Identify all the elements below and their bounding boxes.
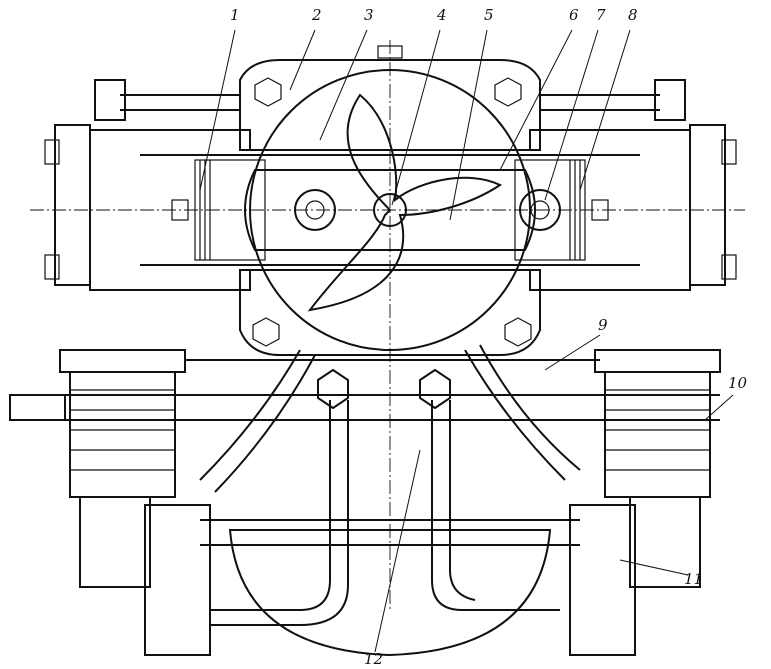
left-bearing bbox=[294, 189, 336, 231]
right-piston bbox=[514, 159, 586, 261]
lower-frame bbox=[60, 359, 720, 421]
rotor-casing bbox=[249, 69, 531, 351]
left-u-pipe bbox=[210, 400, 349, 626]
left-shaft-stub bbox=[9, 394, 66, 421]
left-bearing-race bbox=[305, 200, 325, 220]
bolt-head-br bbox=[504, 317, 532, 347]
bolt-head-tl bbox=[254, 77, 282, 107]
right-union-nut bbox=[419, 368, 451, 410]
cylinder-housing bbox=[89, 129, 691, 291]
left-hose bbox=[199, 349, 316, 493]
callout-5: 5 bbox=[484, 6, 494, 24]
upper-flange bbox=[239, 59, 541, 151]
callout-6: 6 bbox=[569, 6, 579, 24]
left-top-elbow bbox=[94, 79, 126, 121]
end-cover-bolts bbox=[44, 139, 737, 280]
left-top-pipe bbox=[120, 94, 240, 111]
callout-2: 2 bbox=[312, 6, 322, 24]
callout-8: 8 bbox=[628, 6, 638, 24]
bottom-reservoir bbox=[228, 529, 552, 657]
callout-1: 1 bbox=[230, 6, 240, 24]
right-hose bbox=[464, 344, 581, 481]
callout-7: 7 bbox=[596, 6, 606, 24]
cam-rotor bbox=[307, 93, 502, 312]
right-solenoid bbox=[569, 349, 721, 656]
lower-flange bbox=[239, 269, 541, 356]
callout-12: 12 bbox=[364, 650, 384, 668]
leader-lines bbox=[199, 29, 734, 653]
right-bearing bbox=[519, 189, 561, 231]
callout-11: 11 bbox=[684, 570, 704, 588]
left-end-cover bbox=[54, 124, 91, 286]
left-union-nut bbox=[317, 368, 349, 410]
reservoir-flange bbox=[200, 519, 580, 546]
left-piston bbox=[194, 159, 266, 261]
callout-9: 9 bbox=[598, 316, 608, 334]
callout-3: 3 bbox=[364, 6, 374, 24]
rotor-shaft bbox=[373, 193, 407, 227]
callout-4: 4 bbox=[437, 6, 447, 24]
right-u-pipe bbox=[431, 400, 560, 611]
right-end-cover bbox=[689, 124, 726, 286]
right-bearing-race bbox=[530, 200, 550, 220]
callout-10: 10 bbox=[728, 374, 748, 392]
bolt-head-bl bbox=[252, 317, 280, 347]
right-top-pipe bbox=[540, 94, 660, 111]
piston-yoke bbox=[244, 169, 536, 251]
bolt-head-tr bbox=[494, 77, 522, 107]
cylinder-bore bbox=[140, 154, 640, 266]
top-plug bbox=[377, 45, 403, 59]
left-solenoid bbox=[59, 349, 211, 656]
right-top-elbow bbox=[654, 79, 686, 121]
